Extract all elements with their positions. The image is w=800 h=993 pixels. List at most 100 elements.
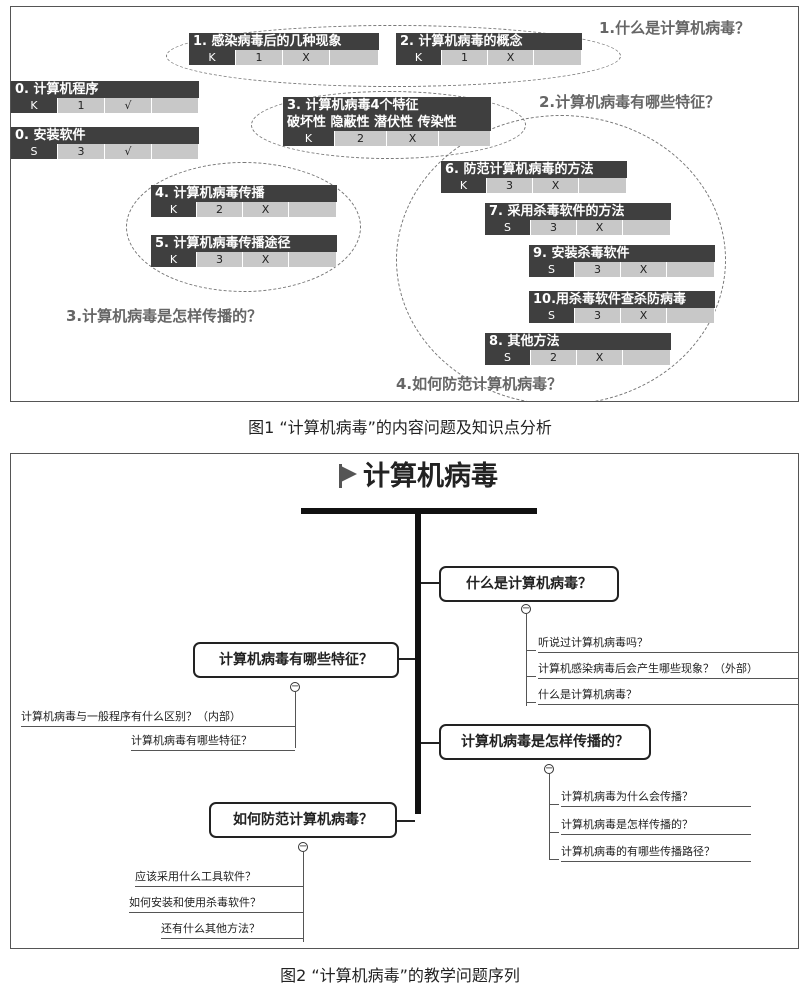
kp-type: K xyxy=(283,131,335,146)
kp-blank xyxy=(152,98,199,113)
kp-level: 1 xyxy=(236,50,283,65)
kp-type: K xyxy=(11,98,58,113)
trunk-line xyxy=(415,514,421,814)
leaf-virus-vs-program: 计算机病毒与一般程序有什么区别？（内部） xyxy=(21,708,295,727)
kp-title: 10.用杀毒软件查杀防病毒 xyxy=(529,291,715,308)
question-label-2: 2.计算机病毒有哪些特征？ xyxy=(539,93,721,111)
kp-level: 1 xyxy=(442,50,488,65)
kp-level: 3 xyxy=(197,252,243,267)
kp-title: 2. 计算机病毒的概念 xyxy=(396,33,582,50)
question-label-4: 4.如何防范计算机病毒？ xyxy=(396,375,563,393)
kp-title: 0. 安装软件 xyxy=(11,127,199,144)
collapse-icon[interactable]: − xyxy=(290,681,300,692)
kp-type: S xyxy=(529,262,575,277)
leaf-tick-1a xyxy=(526,650,536,651)
leaf-spread-paths: 计算机病毒的有哪些传播路径？ xyxy=(561,843,751,862)
kp-mark: X xyxy=(577,350,623,365)
knowledge-point-0-install: 0. 安装软件 S 3 √ xyxy=(11,127,199,159)
flag-pole xyxy=(339,464,342,488)
connector-branch-4 xyxy=(396,820,415,822)
kp-type: K xyxy=(189,50,236,65)
leaf-what-features: 计算机病毒有哪些特征？ xyxy=(131,732,295,751)
kp-blank xyxy=(152,144,199,159)
kp-title: 5. 计算机病毒传播途径 xyxy=(151,235,337,252)
leaf-why-spread: 计算机病毒为什么会传播？ xyxy=(561,788,751,807)
knowledge-point-0-program: 0. 计算机程序 K 1 √ xyxy=(11,81,199,113)
leaf-tick-3b xyxy=(549,832,559,833)
title-bar xyxy=(301,508,537,514)
kp-title-features: 破坏性 隐蔽性 潜伏性 传染性 xyxy=(283,114,491,131)
branch-prevent-virus: 如何防范计算机病毒？ xyxy=(209,802,397,838)
question-label-3: 3.计算机病毒是怎样传播的？ xyxy=(66,307,263,325)
kp-title: 3. 计算机病毒4个特征 xyxy=(283,97,491,114)
collapse-icon[interactable]: − xyxy=(298,841,308,852)
connector-branch-2 xyxy=(399,658,415,660)
figure-1-caption: 图1 “计算机病毒”的内容问题及知识点分析 xyxy=(248,418,552,437)
connector-branch-3 xyxy=(421,742,439,744)
kp-blank xyxy=(439,131,491,146)
kp-mark: X xyxy=(243,252,289,267)
kp-blank xyxy=(579,178,627,193)
kp-title: 6. 防范计算机病毒的方法 xyxy=(441,161,627,178)
kp-type: S xyxy=(529,308,575,323)
kp-title: 9. 安装杀毒软件 xyxy=(529,245,715,262)
kp-blank xyxy=(623,220,671,235)
leaf-heard-of-virus: 听说过计算机病毒吗？ xyxy=(538,634,798,653)
kp-mark: √ xyxy=(105,144,152,159)
kp-level: 2 xyxy=(335,131,387,146)
kp-blank xyxy=(289,202,337,217)
kp-title: 7. 采用杀毒软件的方法 xyxy=(485,203,671,220)
leaf-tick-3a xyxy=(549,804,559,805)
leaf-stem-4 xyxy=(303,852,304,942)
kp-level: 3 xyxy=(58,144,105,159)
kp-type: K xyxy=(441,178,487,193)
kp-type: K xyxy=(151,252,197,267)
branch-what-is-virus: 什么是计算机病毒？ xyxy=(439,566,619,602)
kp-blank xyxy=(289,252,337,267)
figure-1-concept-map: 1.什么是计算机病毒？ 2.计算机病毒有哪些特征？ 3.计算机病毒是怎样传播的？… xyxy=(10,6,799,402)
kp-mark: X xyxy=(243,202,289,217)
kp-level: 3 xyxy=(531,220,577,235)
mind-map-title: 计算机病毒 xyxy=(363,461,498,492)
kp-blank xyxy=(534,50,582,65)
kp-level: 3 xyxy=(575,308,621,323)
flag-icon xyxy=(341,466,357,482)
ellipse-question-3 xyxy=(126,162,361,292)
leaf-how-spread: 计算机病毒是怎样传播的？ xyxy=(561,816,751,835)
knowledge-point-8: 8. 其他方法 S 2 X xyxy=(485,333,671,365)
kp-mark: X xyxy=(621,308,667,323)
kp-mark: √ xyxy=(105,98,152,113)
knowledge-point-4: 4. 计算机病毒传播 K 2 X xyxy=(151,185,337,217)
kp-title: 8. 其他方法 xyxy=(485,333,671,350)
kp-blank xyxy=(667,308,715,323)
figure-2-mind-map: 计算机病毒 什么是计算机病毒？ − 听说过计算机病毒吗？ 计算机感染病毒后会产生… xyxy=(10,453,799,949)
kp-level: 2 xyxy=(197,202,243,217)
collapse-icon[interactable]: − xyxy=(521,603,531,614)
leaf-tick-3c xyxy=(549,859,559,860)
kp-level: 1 xyxy=(58,98,105,113)
kp-type: K xyxy=(396,50,442,65)
kp-type: S xyxy=(11,144,58,159)
kp-mark: X xyxy=(488,50,534,65)
leaf-infection-symptoms: 计算机感染病毒后会产生哪些现象？（外部） xyxy=(538,660,798,679)
kp-level: 2 xyxy=(531,350,577,365)
kp-mark: X xyxy=(283,50,330,65)
ellipse-question-1 xyxy=(166,25,621,87)
kp-title: 0. 计算机程序 xyxy=(11,81,199,98)
knowledge-point-9: 9. 安装杀毒软件 S 3 X xyxy=(529,245,715,277)
leaf-other-methods: 还有什么其他方法？ xyxy=(161,920,303,939)
leaf-tick-1b xyxy=(526,676,536,677)
kp-blank xyxy=(623,350,671,365)
leaf-install-antivirus: 如何安装和使用杀毒软件？ xyxy=(129,894,303,913)
kp-title: 1. 感染病毒后的几种现象 xyxy=(189,33,379,50)
kp-type: S xyxy=(485,350,531,365)
kp-blank xyxy=(667,262,715,277)
branch-virus-spread: 计算机病毒是怎样传播的？ xyxy=(439,724,651,760)
connector-branch-1 xyxy=(421,582,439,584)
kp-mark: X xyxy=(387,131,439,146)
leaf-tick-1c xyxy=(526,702,536,703)
collapse-icon[interactable]: − xyxy=(544,763,554,774)
knowledge-point-7: 7. 采用杀毒软件的方法 S 3 X xyxy=(485,203,671,235)
knowledge-point-1: 1. 感染病毒后的几种现象 K 1 X xyxy=(189,33,379,65)
kp-mark: X xyxy=(577,220,623,235)
